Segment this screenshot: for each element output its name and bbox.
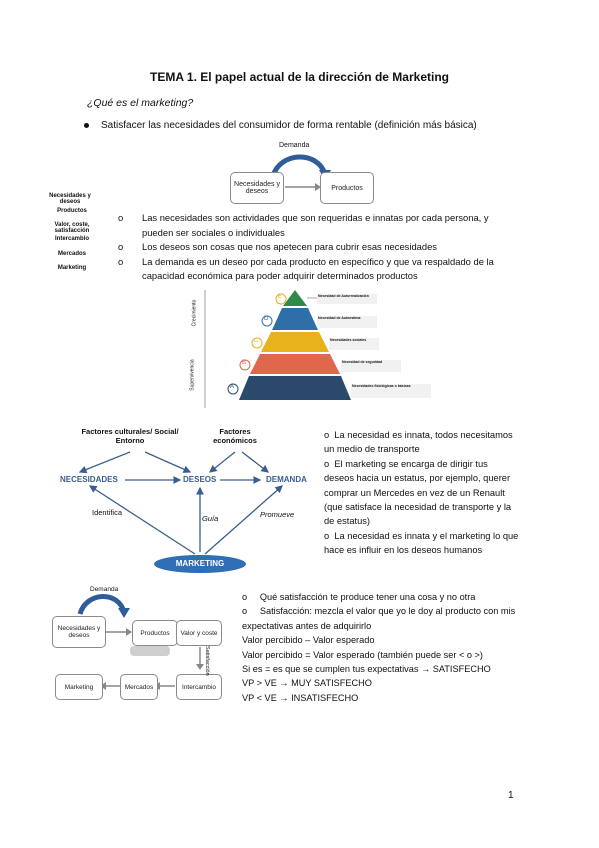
- side-label-products: Productos: [57, 208, 87, 214]
- pyramid-graphic: [204, 290, 431, 408]
- pyramid-level-label: Necesidad de Autoestima: [318, 316, 361, 320]
- definition-bullet: Satisfacer las necesidades del consumido…: [84, 120, 477, 131]
- satisfaction-label: Satisfacción: [204, 646, 210, 676]
- diagram-demand: Demanda Necesidades y deseos Productos: [225, 140, 375, 208]
- factors-economic-label: Factores económicos: [213, 427, 257, 445]
- marketing-process-diagram: Demanda Necesidades y deseos Productos V…: [50, 582, 240, 700]
- page-number: 1: [508, 790, 514, 801]
- process-node-marketing: Marketing: [55, 674, 103, 700]
- maslow-pyramid: E D C B A Necesidad de Autorrealización …: [190, 288, 445, 414]
- formula-line: Valor percibido – Valor esperado: [242, 635, 375, 646]
- products-box: Productos: [320, 172, 374, 204]
- side-label-marketing: Marketing: [57, 265, 87, 271]
- formula-line: VP < VE → INSATISFECHO: [242, 692, 359, 703]
- process-node-products: Productos: [132, 620, 178, 646]
- pyramid-letter: A: [230, 384, 235, 390]
- promotes-label: Promueve: [260, 510, 295, 519]
- marketing-influence-diagram: Factores culturales/ Social/ Entorno Fac…: [60, 424, 310, 574]
- influence-arrows: [78, 451, 283, 573]
- factors-cultural-label: Factores culturales/ Social/ Entorno: [81, 427, 179, 445]
- pyramid-letter: C: [254, 338, 259, 344]
- demand-node: DEMANDA: [266, 475, 307, 484]
- side-label-needs: Necesidades y deseos: [49, 193, 91, 205]
- note-item: o Satisfacción: mezcla el valor que yo l…: [242, 606, 516, 631]
- formula-line: Valor percibido = Valor esperado (tambié…: [242, 649, 483, 660]
- pyramid-level-label: Necesidad de Autorrealización: [318, 294, 369, 298]
- process-node-value: Valor y coste: [176, 620, 222, 646]
- note-item: o La necesidad es innata, todos necesita…: [324, 430, 513, 455]
- pyramid-level-label: Necesidad de seguridad: [342, 360, 383, 364]
- process-node-needs: Necesidades y deseos: [52, 616, 106, 648]
- marketing-node: MARKETING: [175, 559, 225, 568]
- bullet-dot-icon: [84, 122, 89, 128]
- process-node-markets: Mercados: [120, 674, 158, 700]
- process-demand-label: Demanda: [90, 586, 119, 593]
- note-item: o Qué satisfacción te produce tener una …: [242, 592, 476, 602]
- needs-box: Necesidades y deseos: [230, 172, 284, 204]
- satisfaction-notes: o Qué satisfacción te produce tener una …: [242, 590, 532, 705]
- page-title: TEMA 1. El papel actual de la dirección …: [150, 70, 449, 84]
- demand-label: Demanda: [279, 142, 310, 149]
- process-node-exchange: Intercambio: [176, 674, 222, 700]
- pyramid-letter: D: [264, 316, 269, 322]
- needs-node: NECESIDADES: [60, 475, 118, 484]
- identifies-label: Identifica: [92, 508, 123, 517]
- side-label-value: Valor, coste, satisfacción: [54, 222, 90, 234]
- side-label-exchange: Intercambio: [54, 236, 89, 242]
- side-label-markets: Mercados: [57, 251, 86, 257]
- guides-label: Guía: [202, 514, 219, 523]
- section-subtitle: ¿Qué es el marketing?: [87, 97, 194, 109]
- pyramid-letter: B: [242, 360, 247, 366]
- axis-survival-label: Supervivencia: [189, 359, 196, 391]
- pyramid-level-label: Necesidades fisiológicas o básicas: [352, 384, 411, 388]
- formula-line: VP > VE → MUY SATISFECHO: [242, 678, 372, 689]
- right-notes: o La necesidad es innata, todos necesita…: [324, 428, 520, 558]
- note-item: o La necesidad es innata y el marketing …: [324, 530, 519, 556]
- note-item: o El marketing se encarga de dirigir tus…: [324, 458, 512, 527]
- wants-node: DESEOS: [183, 475, 217, 484]
- arrow-right-icon: [285, 183, 321, 191]
- pyramid-letter: E: [278, 294, 283, 300]
- axis-growth-label: Crecimiento: [191, 299, 198, 327]
- formula-line: Si es = es que se cumplen tus expectativ…: [242, 664, 491, 675]
- pyramid-level-label: Necesidades sociales: [330, 338, 367, 342]
